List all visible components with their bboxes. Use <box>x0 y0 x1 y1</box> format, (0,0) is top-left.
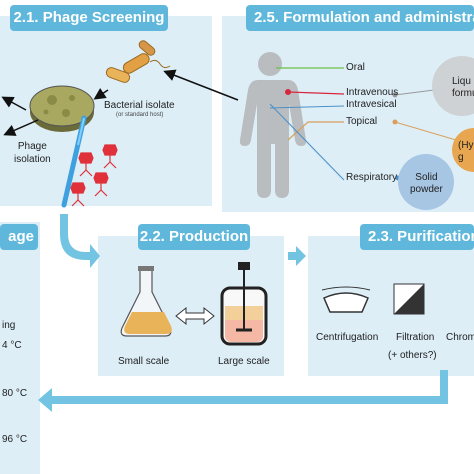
standard-host-label: (or standard host) <box>116 112 164 118</box>
bioreactor-icon <box>220 262 268 346</box>
chromatography-label: Chrom <box>446 332 474 343</box>
bacterial-isolate-label: Bacterial isolate <box>104 100 175 111</box>
route-intravesical: Intravesical <box>346 99 397 110</box>
large-scale-label: Large scale <box>218 356 270 367</box>
filter-icon <box>393 283 425 315</box>
production-title: 2.2. Production <box>138 224 250 250</box>
storage-title: age <box>0 224 38 250</box>
phage-isolation-label: Phage isolation <box>14 141 51 165</box>
route-intravenous: Intravenous <box>346 87 399 98</box>
storage-panel <box>0 222 40 474</box>
flow-arrows <box>38 214 448 412</box>
centrifuge-icon <box>321 286 371 313</box>
liquid-formulation-circle <box>432 56 474 116</box>
petri-dish-icon <box>29 85 95 132</box>
storage-item-1: ing <box>2 320 16 331</box>
storage-item-4: 96 °C <box>2 434 28 445</box>
double-arrow <box>175 306 215 326</box>
filtration-label: Filtration <box>396 332 435 343</box>
human-body-icon <box>239 52 307 198</box>
liquid-formulation-label: Liqu formula <box>452 76 474 99</box>
solid-powder-circle <box>398 154 454 210</box>
route-topical: Topical <box>346 116 378 127</box>
formulation-title: 2.5. Formulation and administration <box>246 5 474 31</box>
storage-item-2: 4 °C <box>2 340 22 351</box>
route-respiratory: Respiratory <box>346 172 398 183</box>
solid-powder-label: Solid powder <box>410 172 443 195</box>
purification-title: 2.3. Purification <box>360 224 474 250</box>
small-scale-label: Small scale <box>118 356 170 367</box>
flask-icon <box>120 266 172 337</box>
route-oral: Oral <box>346 62 365 73</box>
centrifugation-label: Centrifugation <box>316 332 379 343</box>
bacteria-icon <box>105 40 171 83</box>
hydrogel-circle <box>452 128 474 172</box>
hydrogel-label: (Hy g <box>458 140 474 163</box>
phage-screening-title: 2.1. Phage Screening <box>10 5 168 31</box>
storage-item-3: 80 °C <box>2 388 28 399</box>
others-label: (+ others?) <box>388 350 437 361</box>
phage-icons <box>70 144 118 207</box>
pipette-icon <box>61 115 87 208</box>
